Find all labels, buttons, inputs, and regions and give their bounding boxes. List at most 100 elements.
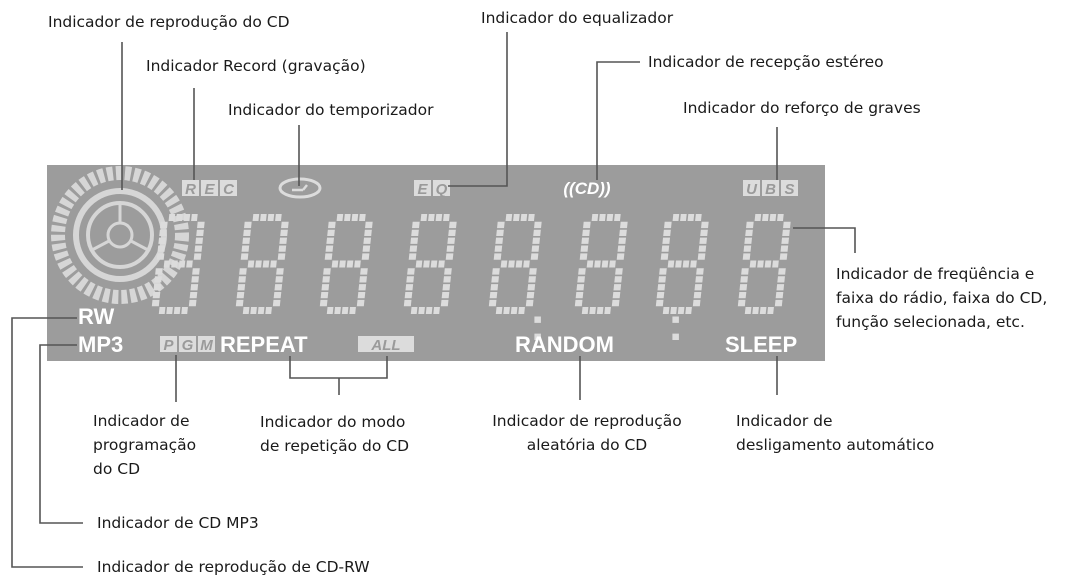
- segment-block: [420, 214, 428, 221]
- segment-block: [680, 214, 687, 221]
- segment-block: [440, 299, 449, 307]
- segment-block: [762, 214, 769, 221]
- segment-block: [270, 260, 277, 268]
- segment-block: [151, 299, 160, 307]
- segment-digit-3: [319, 214, 373, 314]
- segment-block: [435, 214, 443, 221]
- segment-block: [406, 276, 414, 283]
- segment-block: [171, 260, 178, 268]
- ubs-letter-s: S: [784, 181, 794, 198]
- label-frequency-line-1: Indicador de freqüência e: [836, 265, 1034, 283]
- segment-block: [613, 284, 622, 291]
- segment-block: [153, 284, 162, 291]
- segment-block: [362, 245, 371, 252]
- segment-block: [275, 276, 283, 283]
- segment-block: [527, 284, 536, 291]
- segment-block: [349, 307, 356, 314]
- segment-block: [660, 253, 669, 260]
- label-auto-off-line-1: Indicador de: [736, 412, 833, 430]
- segment-block: [740, 276, 748, 283]
- segment-block: [257, 307, 265, 314]
- segment-block: [525, 299, 534, 307]
- segment-block: [488, 299, 497, 307]
- segment-block: [743, 245, 752, 252]
- segment-block: [192, 268, 200, 275]
- segment-block: [197, 221, 205, 229]
- segment-block: [267, 214, 275, 221]
- segment-block: [530, 253, 539, 260]
- segment-block: [779, 253, 788, 260]
- segment-block: [324, 253, 333, 260]
- segment-block: [776, 284, 785, 291]
- segment-block: [247, 260, 255, 268]
- segment-block: [675, 260, 682, 268]
- segment-block: [769, 214, 777, 221]
- segment-block: [775, 292, 784, 299]
- segment-block: [752, 307, 759, 314]
- segment-block: [496, 229, 504, 236]
- segment-block: [255, 260, 262, 268]
- segment-block: [235, 299, 244, 307]
- segment-block: [191, 276, 199, 283]
- segment-block: [250, 307, 257, 314]
- segment-block: [505, 214, 513, 221]
- segment-block: [357, 292, 366, 299]
- rec-letter-r: R: [185, 181, 196, 198]
- segment-block: [336, 214, 344, 221]
- eq-letter-e: E: [417, 181, 428, 198]
- segment-block: [759, 307, 767, 314]
- segment-block: [346, 260, 354, 268]
- segment-block: [577, 276, 585, 283]
- segment-block: [594, 260, 601, 268]
- segment-block: [425, 307, 433, 314]
- segment-digit-4: [403, 214, 457, 314]
- segment-block: [154, 276, 162, 283]
- segment-block: [443, 276, 451, 283]
- segment-block: [596, 307, 604, 314]
- segment-block: [523, 260, 530, 268]
- segment-block: [777, 276, 785, 283]
- segment-block: [408, 253, 417, 260]
- segment-block: [331, 260, 339, 268]
- segment-block: [410, 237, 419, 244]
- segment-block: [364, 229, 372, 236]
- segment-block: [274, 284, 283, 291]
- ubs-letter-u: U: [746, 181, 758, 198]
- mp3-indicator: MP3: [78, 332, 123, 357]
- segment-block: [244, 221, 252, 229]
- segment-digit-7: [655, 214, 709, 314]
- segment-block: [757, 260, 764, 268]
- segment-block: [443, 214, 450, 221]
- label-timer: Indicador do temporizador: [228, 101, 434, 119]
- segment-block: [777, 214, 784, 221]
- segment-block: [409, 245, 418, 252]
- colon-1: :: [668, 298, 683, 350]
- segment-block: [276, 268, 284, 275]
- segment-block: [193, 253, 202, 260]
- segment-block: [319, 299, 328, 307]
- segment-block: [242, 307, 250, 314]
- segment-block: [327, 229, 335, 236]
- segment-block: [695, 214, 702, 221]
- segment-block: [158, 237, 167, 244]
- segment-block: [441, 292, 450, 299]
- segment-block: [767, 307, 774, 314]
- segment-block: [493, 253, 502, 260]
- label-random-line-1: Indicador de reprodução: [492, 412, 682, 430]
- rec-letter-e: E: [204, 181, 215, 198]
- segment-block: [599, 214, 606, 221]
- segment-block: [580, 245, 589, 252]
- segment-block: [692, 299, 701, 307]
- timer-icon: [278, 177, 322, 199]
- segment-block: [189, 292, 198, 299]
- segment-block: [181, 307, 188, 314]
- segment-block: [611, 299, 620, 307]
- segment-block: [277, 253, 286, 260]
- segment-block: [586, 260, 594, 268]
- segment-block: [241, 245, 250, 252]
- segment-block: [609, 260, 616, 268]
- segment-block: [489, 292, 498, 299]
- segment-block: [430, 260, 438, 268]
- segment-block: [159, 229, 167, 236]
- segment-block: [321, 284, 330, 291]
